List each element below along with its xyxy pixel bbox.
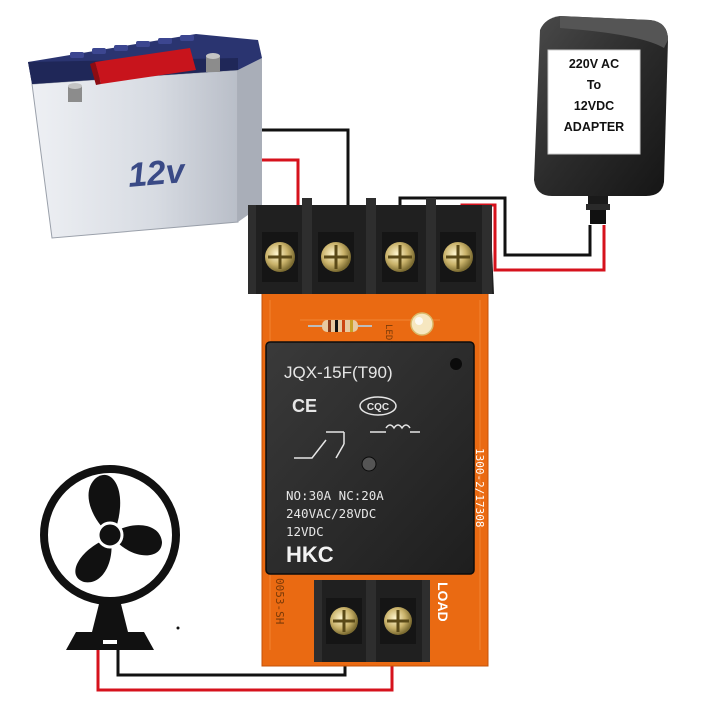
- relay-spec-line-1: NO:30A NC:20A: [286, 488, 384, 503]
- terminal-block-top: [248, 198, 494, 294]
- adapter-cable: [586, 196, 610, 224]
- relay-brand: HKC: [286, 542, 334, 567]
- adapter-label-line-1: 220V AC: [569, 57, 619, 71]
- adapter-label-line-4: ADAPTER: [564, 120, 624, 134]
- power-adapter: 220V AC To 12VDC ADAPTER: [534, 16, 668, 224]
- relay-cqc-text: CQC: [367, 402, 389, 413]
- battery-handle: [90, 48, 196, 85]
- adapter-label-box: [547, 49, 641, 155]
- battery-terminal-negative: [206, 53, 220, 72]
- screw-terminal-1: [262, 232, 298, 282]
- screw-terminal-load-1: [326, 598, 362, 644]
- led-label: LED1: [383, 324, 393, 346]
- relay-cqc-mark: CQC: [359, 396, 397, 416]
- relay-spec-line-2: 240VAC/28VDC: [286, 506, 376, 521]
- relay-spec-line-3: 12VDC: [286, 524, 324, 539]
- relay: JQX-15F(T90) CE CQC NO:30A NC:20A 240VAC…: [265, 341, 475, 575]
- relay-ce-mark: CE: [292, 396, 317, 416]
- relay-model: JQX-15F(T90): [284, 363, 393, 382]
- battery-terminal-positive: [68, 83, 82, 102]
- screw-terminal-4: [440, 232, 476, 282]
- relay-board: LED1 JQX-15F(T90) CE CQC NO:30: [248, 198, 494, 667]
- battery-label: 12v: [126, 152, 188, 195]
- adapter-label-line-2: To: [587, 78, 602, 92]
- screw-terminal-load-2: [380, 598, 416, 644]
- terminal-block-bottom: [314, 580, 430, 662]
- car-battery: 12v: [28, 34, 262, 239]
- wire-adapter-black: [398, 196, 592, 257]
- fan-icon: [40, 465, 180, 650]
- screw-terminal-3: [382, 232, 418, 282]
- adapter-label-line-3: 12VDC: [574, 99, 614, 113]
- pcb-date-text: 1300-2/17308: [473, 448, 486, 527]
- pcb-load-label: LOAD: [435, 582, 451, 622]
- led: LED1: [383, 312, 434, 346]
- screw-terminal-2: [318, 232, 354, 282]
- relay-schematic-icon: [294, 424, 420, 459]
- resistor: [308, 320, 372, 332]
- pcb-side-text: 0053-SH: [273, 578, 286, 624]
